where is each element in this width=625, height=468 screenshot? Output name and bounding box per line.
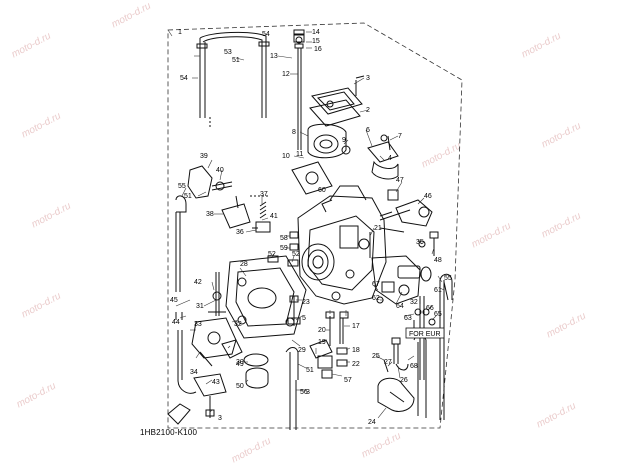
part-number: 52 (292, 251, 300, 258)
part-number: 57 (344, 377, 352, 384)
carburetor-body (297, 195, 387, 305)
part-number: 53 (224, 49, 232, 56)
part-number: 3 (366, 75, 370, 82)
part-number: 54 (262, 31, 270, 38)
part-number: 5 (302, 315, 306, 322)
part-number: 47 (396, 177, 404, 184)
part-number: 19 (318, 339, 326, 346)
part-number: 51 (184, 193, 192, 200)
part-number: 24 (368, 419, 376, 426)
part-number: 3 (218, 415, 222, 422)
part-number: 13 (270, 53, 278, 60)
part-number: 34 (190, 369, 198, 376)
part-number: 67 (372, 281, 380, 288)
part-number: 32 (234, 321, 242, 328)
part-number: 43 (212, 379, 220, 386)
part-number: 36 (236, 229, 244, 236)
part-number: 17 (352, 323, 360, 330)
part-number: 33 (194, 321, 202, 328)
float-shape (191, 317, 237, 359)
sensor-housing (371, 255, 421, 305)
float-bowl (225, 255, 307, 339)
switch-shape (377, 377, 415, 412)
part-number: 15 (312, 38, 320, 45)
part-number: 42 (194, 279, 202, 286)
part-number: 49 (236, 361, 244, 368)
part-number: 38 (206, 211, 214, 218)
region-note: FOR EUR (409, 331, 441, 338)
part-number: 11 (296, 151, 303, 158)
cover-shape (311, 87, 363, 115)
part-number: 51 (232, 57, 240, 64)
part-number: 62 (372, 295, 380, 302)
part-number: 68 (410, 363, 418, 370)
part-number: 12 (282, 71, 290, 78)
part-number: 9 (342, 137, 346, 144)
part-number: 27 (384, 359, 392, 366)
part-number: 46 (424, 193, 432, 200)
overflow-hose-shape (175, 195, 187, 292)
part-number: 2 (366, 107, 370, 114)
part-number: 55 (444, 275, 452, 282)
hose-clamp (167, 403, 191, 425)
vent-hose-shape (199, 38, 206, 118)
part-number: 39 (200, 153, 208, 160)
part-number: 25 (372, 353, 380, 360)
part-number: 58 (280, 235, 288, 242)
part-number: 32 (410, 299, 418, 306)
vent-hose-shape (199, 31, 267, 118)
part-number: 35 (416, 239, 424, 246)
part-number: 10 (282, 153, 290, 160)
part-number: 22 (352, 361, 360, 368)
part-number: 1 (178, 29, 182, 36)
part-number: 65 (434, 311, 442, 318)
part-number: 56 (300, 389, 308, 396)
assembly-boundary (167, 22, 463, 429)
part-number: 20 (318, 327, 326, 334)
part-number: 37 (260, 191, 268, 198)
part-number: 55 (178, 183, 186, 190)
part-number: 28 (240, 261, 248, 268)
part-number: 50 (236, 383, 244, 390)
part-number: 48 (434, 257, 442, 264)
part-number: 59 (280, 245, 288, 252)
part-number: 6 (366, 127, 370, 134)
part-number: 14 (312, 29, 320, 36)
part-number: 7 (398, 133, 402, 140)
part-number: 66 (426, 305, 434, 312)
part-number: 29 (298, 347, 306, 354)
part-number: 31 (196, 303, 204, 310)
part-number: 3 (306, 389, 310, 396)
throttle-bore (301, 243, 335, 281)
part-number: 8 (292, 129, 296, 136)
part-number: 18 (352, 347, 360, 354)
part-number: 40 (216, 167, 224, 174)
part-number: 60 (318, 187, 326, 194)
bracket-shape (291, 161, 333, 195)
part-number: 23 (302, 299, 310, 306)
housing-shape (307, 123, 347, 159)
lower-hose-shape (289, 380, 297, 430)
part-number: 16 (314, 46, 322, 53)
part-number: 61 (434, 287, 442, 294)
part-number: 26 (400, 377, 408, 384)
part-number: 52 (268, 251, 276, 258)
document-code: 1HB2100-K100 (140, 428, 198, 437)
part-number: 21 (374, 225, 382, 232)
part-number: 64 (396, 303, 404, 310)
region-note-box (405, 327, 445, 339)
part-number: 4 (388, 155, 392, 162)
part-number: 54 (180, 75, 188, 82)
part-number: 41 (270, 213, 278, 220)
drain-hose-shape (439, 280, 445, 420)
part-number: 63 (404, 315, 412, 322)
throttle-lever (395, 199, 433, 227)
part-number: 45 (170, 297, 178, 304)
part-number: 44 (172, 319, 180, 326)
part-number: 51 (306, 367, 314, 374)
part-number: 30 (236, 359, 244, 366)
